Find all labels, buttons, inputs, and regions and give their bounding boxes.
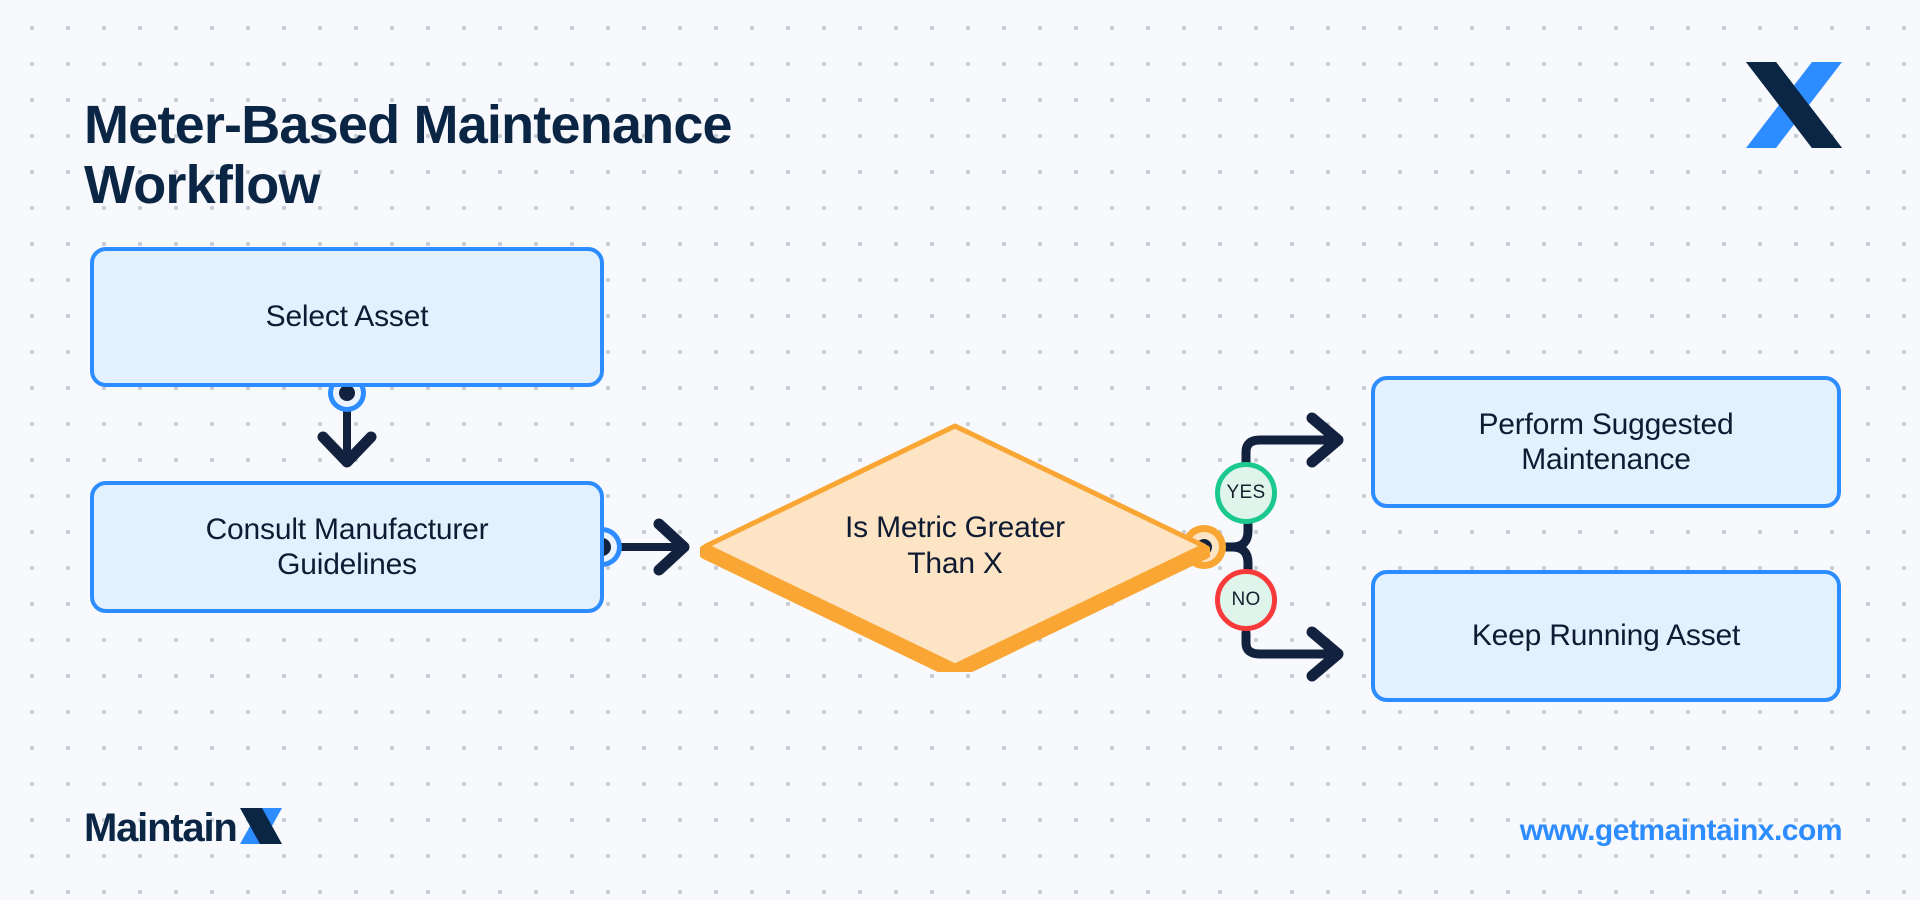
flow-node-consult-guidelines[interactable]: Consult Manufacturer Guidelines <box>90 481 604 619</box>
maintainx-x-icon <box>1746 62 1842 148</box>
maintainx-wordmark: Maintain <box>84 805 282 848</box>
diamond-shape <box>698 423 1212 680</box>
flow-node-decision-is-metric-greater[interactable]: Is Metric Greater Than X <box>698 420 1212 680</box>
wordmark-text: Maintain <box>84 806 238 850</box>
flow-node-label: Select Asset <box>265 300 429 334</box>
branch-badge-label: NO <box>1231 589 1261 610</box>
page-title: Meter-Based Maintenance Workflow <box>84 95 733 215</box>
flow-node-label: Consult Manufacturer Guidelines <box>205 512 489 581</box>
branch-badge-label: YES <box>1226 482 1266 503</box>
website-url[interactable]: www.getmaintainx.com <box>1519 814 1843 847</box>
flow-node-keep-running-asset[interactable]: Keep Running Asset <box>1371 570 1847 708</box>
flow-node-select-asset[interactable]: Select Asset <box>90 247 604 393</box>
branch-badge-yes[interactable]: YES <box>1215 462 1277 524</box>
branch-badge-no[interactable]: NO <box>1215 569 1277 631</box>
flow-node-label: Keep Running Asset <box>1471 619 1741 653</box>
wordmark-x-icon <box>239 808 282 844</box>
flow-node-label: Perform Suggested Maintenance <box>1478 407 1734 476</box>
flow-node-perform-maintenance[interactable]: Perform Suggested Maintenance <box>1371 376 1847 514</box>
